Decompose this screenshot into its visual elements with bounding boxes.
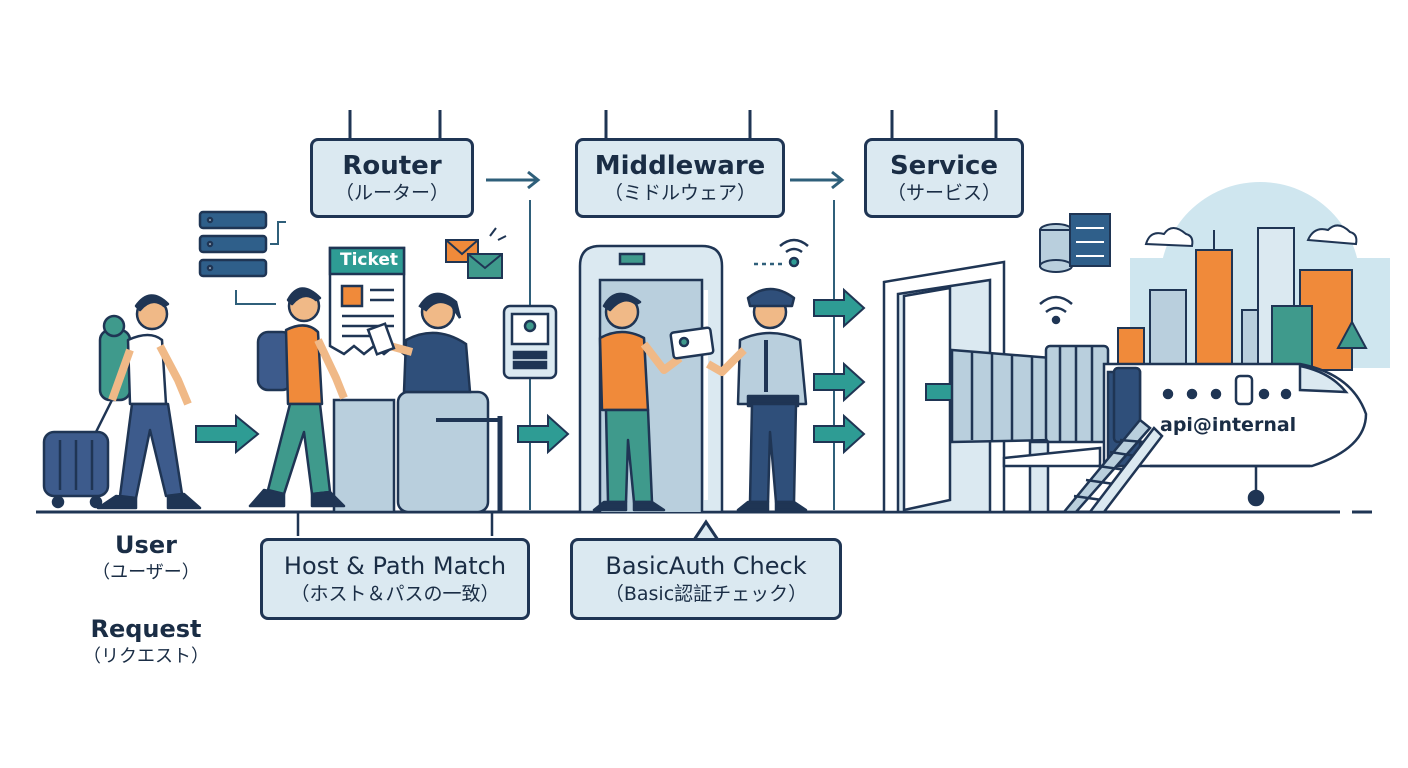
- request-label-subtitle: （リクエスト）: [83, 646, 209, 667]
- host-path-match-subtitle: （ホスト＆パスの一致）: [290, 583, 500, 605]
- service-sign-subtitle: （サービス）: [886, 182, 1001, 204]
- sign-hangers: [348, 110, 998, 138]
- flow-arrow-router-middleware: [517, 413, 570, 455]
- user-label-title: User: [115, 531, 177, 559]
- host-path-match-callout: Host & Path Match （ホスト＆パスの一致）: [260, 538, 530, 620]
- service-sign: Service （サービス）: [864, 138, 1024, 218]
- email-envelope-icons: [445, 227, 507, 279]
- traveler-user-figure: [42, 294, 202, 510]
- basic-auth-check-callout: BasicAuth Check （Basic認証チェック）: [570, 538, 842, 620]
- user-label-subtitle: （ユーザー）: [92, 562, 200, 583]
- router-sign-title: Router: [342, 151, 442, 181]
- basic-auth-check-title: BasicAuth Check: [605, 552, 807, 580]
- wifi-signal-icon-service: [1039, 295, 1073, 325]
- basic-auth-check-subtitle: （Basic認証チェック）: [604, 583, 808, 605]
- flow-arrow-user-router: [195, 413, 260, 455]
- service-doorway: [882, 260, 1006, 514]
- wifi-signal-icon: [754, 238, 809, 268]
- user-label: User （ユーザー）: [46, 530, 246, 586]
- city-skyline: [1117, 182, 1390, 382]
- request-label-title: Request: [90, 615, 202, 643]
- service-sign-title: Service: [889, 151, 999, 181]
- host-path-match-title: Host & Path Match: [283, 552, 507, 580]
- router-turnstile-gates: [296, 390, 503, 536]
- id-scanner-icon: [502, 304, 558, 380]
- jet-bridge: [950, 344, 1110, 514]
- server-stack-icon: [198, 210, 286, 305]
- flow-arrows-middleware-service: [813, 287, 866, 455]
- middleware-traveler-figure: [592, 292, 715, 512]
- security-officer-figure: [706, 287, 808, 512]
- request-label: Request （リクエスト）: [46, 614, 246, 670]
- airplane-api-internal: [1002, 362, 1368, 507]
- ticket-label: Ticket: [340, 250, 399, 270]
- router-agent-figure: [366, 292, 472, 394]
- boarding-stairs: [1061, 418, 1164, 514]
- router-sign-subtitle: （ルーター）: [334, 182, 449, 204]
- middleware-sign: Middleware （ミドルウェア）: [575, 138, 785, 218]
- traveler-backpack-figure: [248, 287, 348, 508]
- database-server-icon: [1039, 213, 1111, 273]
- middleware-sign-title: Middleware: [594, 151, 766, 181]
- middleware-sign-subtitle: （ミドルウェア）: [603, 182, 756, 204]
- api-internal-label: api@internal: [1160, 414, 1297, 436]
- router-sign: Router （ルーター）: [310, 138, 474, 218]
